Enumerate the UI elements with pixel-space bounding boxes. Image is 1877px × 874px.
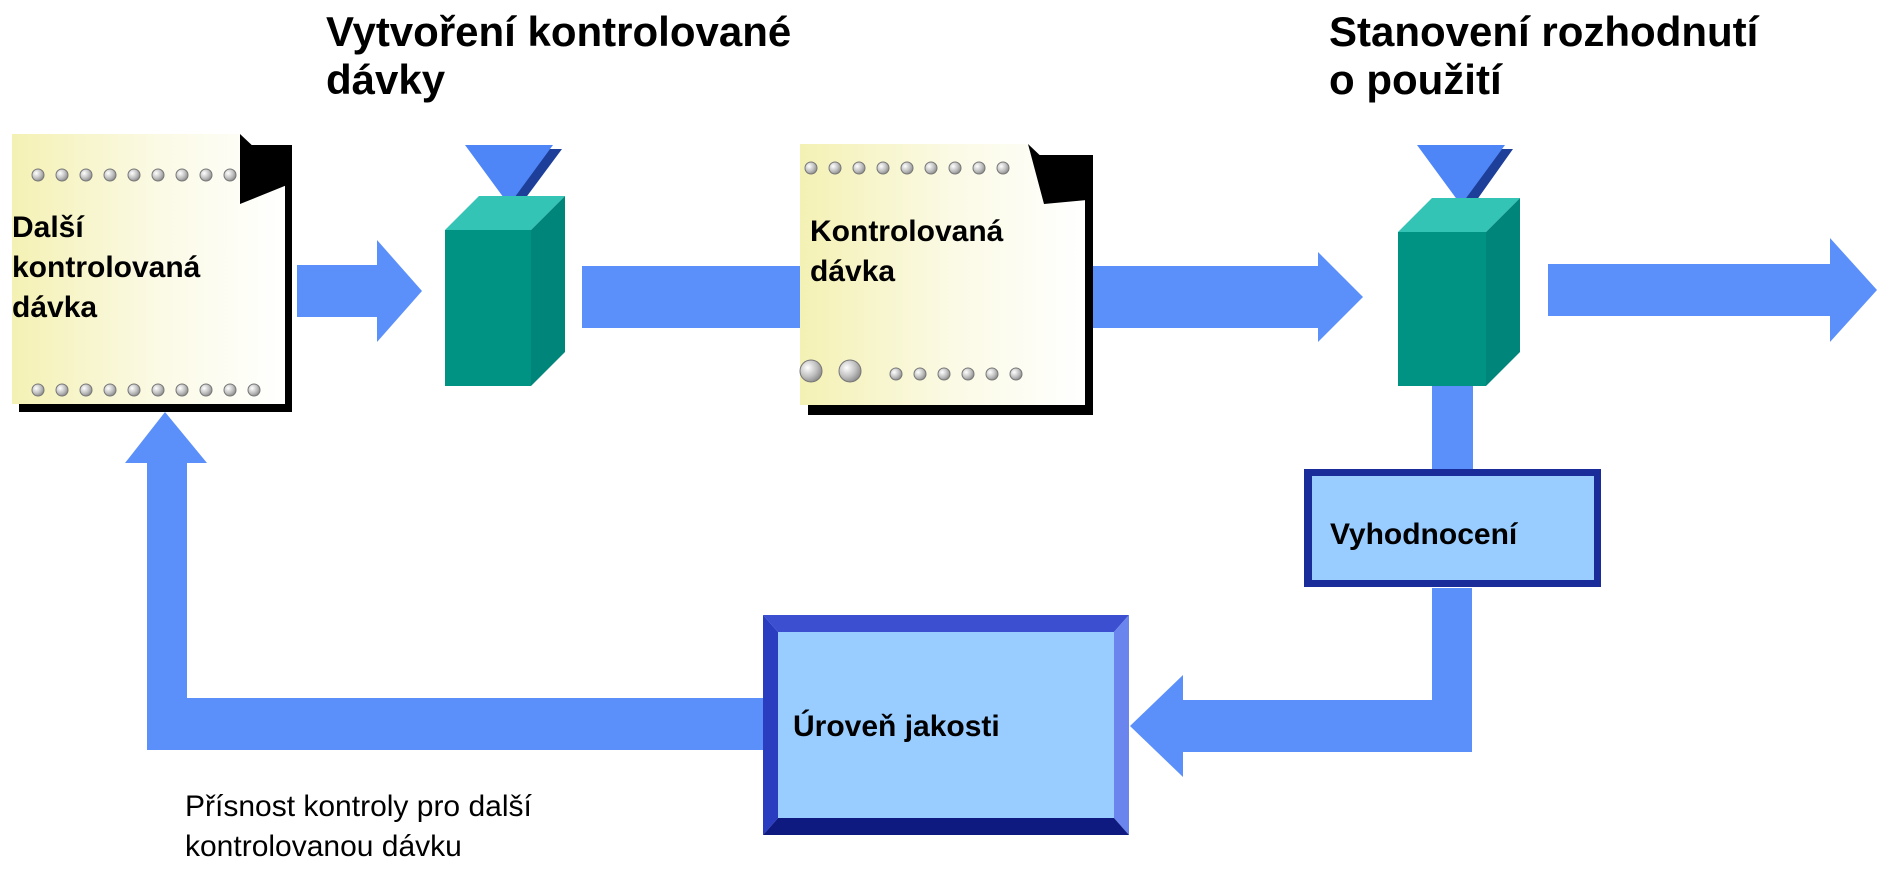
heading-usage-decision: Stanovení rozhodnutí o použití xyxy=(1329,8,1758,104)
heading-create-batch-line-2: dávky xyxy=(326,56,446,103)
document-next-batch xyxy=(12,134,292,412)
arrow-cube1-to-doc2 xyxy=(582,266,800,328)
heading-usage-decision-line-2: o použití xyxy=(1329,56,1502,103)
arrow-doc1-to-cube1 xyxy=(297,240,422,342)
box-evaluation xyxy=(1304,469,1601,587)
label-inspection-batch-line-2: dávka xyxy=(810,255,896,288)
label-next-batch: Další kontrolovaná dávka xyxy=(12,208,200,328)
label-inspection-batch-line-1: Kontrolovaná xyxy=(810,215,1004,248)
heading-usage-decision-line-1: Stanovení rozhodnutí xyxy=(1329,8,1759,55)
connector-cube2-to-evaluation xyxy=(1432,385,1473,469)
label-inspection-batch: Kontrolovaná dávka xyxy=(810,212,1003,292)
label-quality-level: Úroveň jakosti xyxy=(793,710,1000,743)
arrow-doc2-to-cube2 xyxy=(1093,252,1363,342)
label-next-batch-line-2: kontrolovaná xyxy=(12,251,201,284)
label-next-batch-line-3: dávka xyxy=(12,291,98,324)
document-inspection-batch xyxy=(799,144,1093,415)
box-quality-level xyxy=(763,615,1129,835)
heading-create-batch: Vytvoření kontrolované dávky xyxy=(326,8,791,104)
arrow-cube2-out xyxy=(1548,238,1877,342)
triangle-marker-decision xyxy=(1417,145,1513,211)
cube-usage-decision xyxy=(1398,198,1520,386)
heading-create-batch-line-1: Vytvoření kontrolované xyxy=(326,8,792,55)
label-next-batch-line-1: Další xyxy=(12,211,84,244)
caption-inspection-severity: Přísnost kontroly pro další kontrolovano… xyxy=(185,787,532,867)
caption-line-1: Přísnost kontroly pro další xyxy=(185,790,532,823)
caption-line-2: kontrolovanou dávku xyxy=(185,830,462,863)
triangle-marker-create xyxy=(465,145,562,211)
cube-create-batch xyxy=(445,196,565,386)
arrow-evaluation-to-quality xyxy=(1130,588,1472,777)
label-evaluation: Vyhodnocení xyxy=(1330,518,1518,551)
arrow-quality-to-next-batch xyxy=(125,412,763,750)
